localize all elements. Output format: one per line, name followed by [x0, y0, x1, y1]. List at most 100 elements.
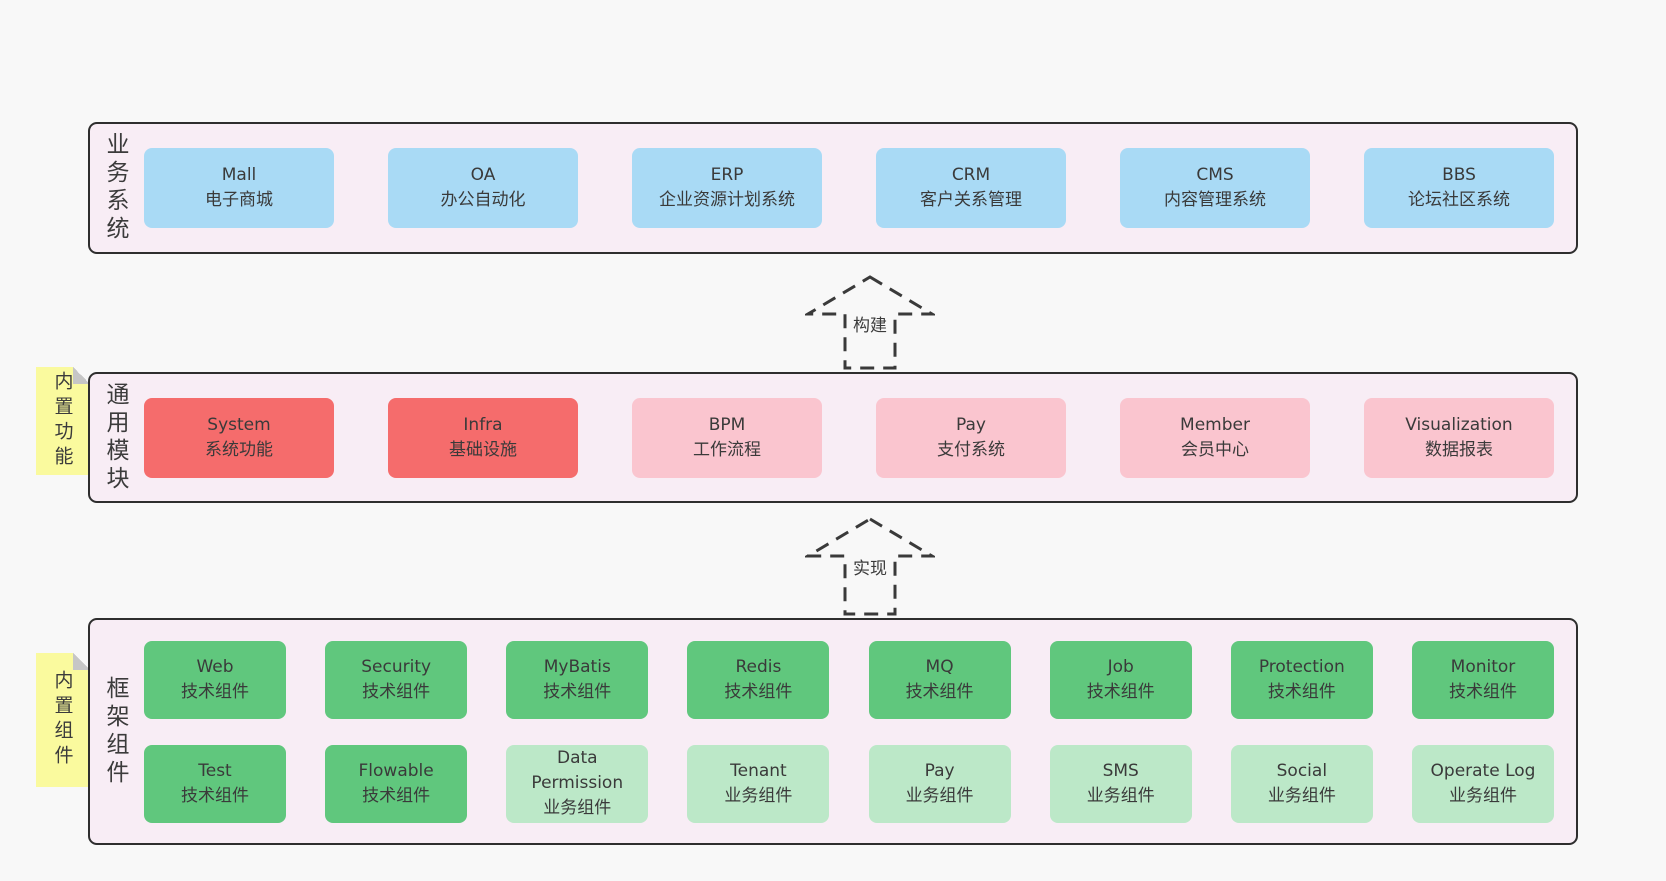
box-name: MyBatis — [543, 656, 611, 677]
box-desc: 办公自动化 — [440, 190, 526, 210]
layer-content: Mall 电子商城 OA 办公自动化 ERP 企业资源计划系统 CRM 客户关系管理 CMS 内容… — [140, 124, 1576, 252]
box-name: Monitor — [1450, 656, 1516, 677]
box-desc: 客户关系管理 — [920, 190, 1022, 210]
box-desc: 工作流程 — [693, 439, 761, 460]
box-name: OA — [470, 165, 496, 185]
layer-label-framework-components: 框架组件 — [102, 675, 128, 788]
box-desc: 业务组件 — [905, 785, 974, 806]
box-pay: Pay 支付系统 — [876, 397, 1066, 478]
box-desc: 技术组件 — [181, 785, 249, 806]
box-security: Security 技术组件 — [325, 640, 468, 719]
box-desc: 内容管理系统 — [1164, 190, 1266, 210]
box-desc: 业务组件 — [543, 798, 612, 818]
box-bpm: BPM 工作流程 — [632, 397, 822, 478]
box-erp: ERP 企业资源计划系统 — [632, 148, 822, 228]
box-name: Tenant — [730, 760, 787, 781]
box-name: Test — [198, 760, 232, 781]
box-infra: Infra 基础设施 — [388, 397, 578, 478]
box-name: MQ — [925, 656, 954, 677]
arrow-label-implement: 实现 — [849, 553, 891, 580]
up-arrow-dashed-icon — [805, 517, 935, 616]
layer-content: System 系统功能 Infra 基础设施 BPM 工作流程 Pay 支付系统 Member 会… — [140, 374, 1576, 501]
box-desc: 业务组件 — [1086, 785, 1155, 806]
box-desc: 技术组件 — [905, 681, 974, 702]
box-desc: 企业资源计划系统 — [659, 190, 795, 210]
sticky-note-text: 内置组件 — [51, 670, 74, 770]
box-system: System 系统功能 — [144, 397, 334, 478]
box-name: SMS — [1102, 760, 1139, 781]
box-name: Protection — [1258, 656, 1345, 677]
box-member: Member 会员中心 — [1120, 397, 1310, 478]
box-desc: 技术组件 — [362, 681, 431, 702]
box-name: Social — [1276, 760, 1328, 781]
box-name: Mall — [221, 165, 257, 185]
box-desc: 论坛社区系统 — [1408, 190, 1510, 210]
module-row: Mall 电子商城 OA 办公自动化 ERP 企业资源计划系统 CRM 客户关系管理 CMS 内容… — [144, 148, 1554, 228]
box-name: CMS — [1196, 165, 1234, 185]
sticky-note-builtin-features: 内置功能 — [36, 367, 90, 475]
box-name: Web — [196, 656, 234, 677]
box-desc: 会员中心 — [1181, 439, 1249, 460]
implement-arrow: 实现 — [805, 516, 935, 616]
box-bbs: BBS 论坛社区系统 — [1364, 148, 1554, 228]
sticky-note-builtin-components: 内置组件 — [36, 653, 90, 787]
box-crm: CRM 客户关系管理 — [876, 148, 1066, 228]
box-sms: SMS 业务组件 — [1049, 744, 1192, 823]
box-desc: 业务组件 — [1448, 785, 1517, 806]
box-desc: 技术组件 — [1267, 681, 1336, 702]
box-name: Pay — [924, 760, 955, 781]
box-desc: 业务组件 — [1267, 785, 1336, 806]
layer-label-business-systems: 业务系统 — [102, 132, 128, 244]
box-cms: CMS 内容管理系统 — [1120, 148, 1310, 228]
box-desc: 基础设施 — [449, 439, 517, 460]
box-data-permission: Data Permission 业务组件 — [506, 744, 649, 823]
box-mall: Mall 电子商城 — [144, 148, 334, 228]
box-name: BPM — [708, 414, 746, 435]
box-name: Job — [1107, 656, 1134, 677]
box-name: Visualization — [1405, 414, 1513, 435]
box-job: Job 技术组件 — [1049, 640, 1192, 719]
module-row: System 系统功能 Infra 基础设施 BPM 工作流程 Pay 支付系统 Member 会… — [144, 397, 1554, 478]
box-monitor: Monitor 技术组件 — [1411, 640, 1554, 719]
box-desc: 技术组件 — [362, 785, 431, 806]
box-name: Security — [361, 656, 432, 677]
box-oa: OA 办公自动化 — [388, 148, 578, 228]
box-name: Pay — [956, 414, 986, 435]
box-desc: 技术组件 — [1086, 681, 1155, 702]
box-desc: 电子商城 — [205, 190, 273, 210]
note-fold-corner — [73, 653, 90, 670]
layer-label-common-modules: 通用模块 — [102, 381, 128, 494]
box-desc: 技术组件 — [1448, 681, 1517, 702]
layer-business-systems: 业务系统 Mall 电子商城 OA 办公自动化 ERP 企业资源计划系统 CRM 客户关系管理… — [88, 122, 1578, 254]
box-name: ERP — [710, 165, 744, 185]
box-name: Data Permission — [531, 748, 624, 793]
up-arrow-dashed-icon — [805, 275, 935, 370]
box-name: BBS — [1442, 165, 1476, 185]
box-protection: Protection 技术组件 — [1230, 640, 1373, 719]
box-name: Member — [1180, 414, 1250, 435]
box-name: Redis — [735, 656, 782, 677]
box-mq: MQ 技术组件 — [868, 640, 1011, 719]
sticky-note-text: 内置功能 — [51, 371, 74, 471]
box-name: Infra — [463, 414, 503, 435]
box-desc: 支付系统 — [937, 439, 1005, 460]
box-pay: Pay 业务组件 — [868, 744, 1011, 823]
box-name: System — [207, 414, 271, 435]
build-arrow: 构建 — [805, 274, 935, 370]
box-desc: 系统功能 — [205, 439, 273, 460]
box-social: Social 业务组件 — [1230, 744, 1373, 823]
arrow-label-build: 构建 — [849, 309, 891, 337]
box-name: CRM — [951, 165, 991, 185]
note-fold-corner — [73, 367, 90, 384]
